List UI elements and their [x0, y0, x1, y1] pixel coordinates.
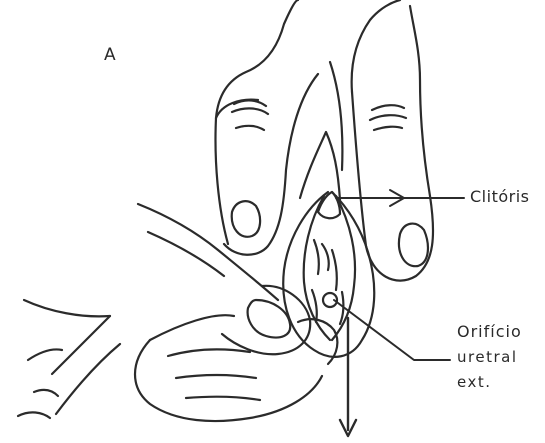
panel-letter: A: [104, 47, 116, 64]
thumb-and-hand: [18, 204, 337, 421]
orificio-label: Orifício: [457, 324, 522, 340]
right-finger: [330, 0, 433, 281]
vulva-outline: [283, 192, 374, 357]
pull-arrow: [340, 318, 356, 436]
clitoris-leader: [336, 190, 464, 206]
ext-label: ext.: [457, 375, 492, 390]
uretral-label: uretral: [457, 350, 517, 365]
left-finger: [216, 0, 319, 255]
clitoris-label: Clitóris: [470, 189, 529, 205]
finger-gap: [300, 132, 340, 200]
